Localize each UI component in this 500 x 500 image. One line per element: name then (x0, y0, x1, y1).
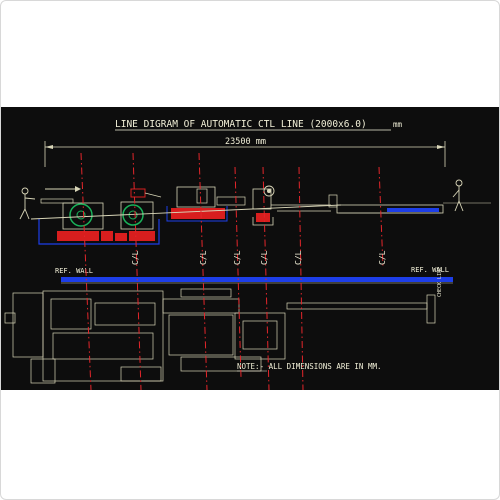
cl-label-6: C/L (378, 250, 387, 265)
plan-straightener (168, 314, 234, 356)
plan-end-stop (426, 294, 436, 324)
operator-right-figure (452, 179, 464, 212)
dimension-note: NOTE:- ALL DIMENSIONS ARE IN MM. (237, 362, 382, 371)
dimension-arrow-left (45, 145, 53, 149)
cad-screen-photo: LINE DIGRAM OF AUTOMATIC CTL LINE (2000x… (1, 107, 499, 390)
decoiler-hub-icon (76, 210, 86, 220)
elevation-view (30, 185, 491, 245)
title-unit: mm (393, 120, 403, 129)
stacked-sheets (387, 208, 439, 212)
centerline-2 (132, 152, 142, 390)
plan-conveyor (286, 302, 428, 310)
pass-line (30, 204, 342, 220)
ref-wall (61, 277, 453, 282)
straightener-base (171, 208, 225, 219)
plan-control-panel (120, 366, 162, 382)
decoiler-block-a (101, 231, 113, 241)
coil-car (40, 198, 74, 204)
stacker-post (328, 194, 338, 208)
leveler-base (129, 231, 155, 241)
drawing-title: LINE DIGRAM OF AUTOMATIC CTL LINE (2000x… (115, 119, 367, 130)
centerline-7 (378, 166, 384, 268)
cl-label-4: C/L (260, 250, 269, 265)
leveler-frame (176, 186, 216, 208)
foundation-pit-2 (252, 217, 274, 226)
centerline-6 (298, 166, 304, 390)
centerline-3 (198, 152, 208, 390)
leveler-housing (196, 188, 208, 204)
dimension-arrow-right (437, 145, 445, 149)
peeler-frame (120, 201, 154, 230)
foundation-pit-3 (166, 206, 228, 222)
shear-motor-icon (263, 185, 275, 197)
centerlines (80, 152, 384, 390)
plan-coil-stand (4, 312, 16, 324)
plan-coil-car (30, 358, 56, 384)
plan-decoiler-area (42, 290, 164, 382)
centerline-1 (80, 152, 92, 390)
line-diagram: LINE DIGRAM OF AUTOMATIC CTL LINE (2000x… (4, 119, 491, 390)
centerline-5 (262, 166, 270, 390)
plan-leveler (94, 302, 156, 326)
plan-shear-housing (242, 320, 278, 350)
recoiler-hub-icon (128, 210, 138, 220)
material-flow-arrow (75, 186, 81, 192)
plan-coil-bay (12, 292, 44, 358)
foundation-pit-1 (38, 219, 160, 245)
plan-shear (234, 312, 286, 360)
plan-hydraulic-unit (52, 332, 154, 360)
plan-view (4, 288, 436, 384)
shear-motor-hub-icon (267, 189, 271, 193)
decoiler-block-b (115, 233, 127, 241)
cl-label-3: C/L (233, 250, 242, 265)
cl-label-2: C/L (199, 250, 208, 265)
pinch-roll-unit (130, 188, 146, 198)
cl-label-5: C/L (294, 250, 303, 265)
guide-arm (144, 192, 162, 198)
ref-wall-left-label: REF. WALL (55, 267, 93, 275)
plan-bridge (180, 288, 232, 298)
plan-loop-pit (162, 298, 240, 314)
shear-base (256, 213, 270, 222)
decoiler-base (57, 231, 99, 241)
check-line-note: CHECK LINE (437, 267, 443, 297)
cl-label-1: C/L (131, 250, 140, 265)
loop-bridge (216, 196, 246, 206)
overall-dimension: 23500 mm (225, 137, 266, 147)
ref-wall-right-label: REF. WALL (411, 266, 449, 274)
operator-left-figure (19, 187, 36, 220)
plan-decoiler (50, 298, 92, 330)
plan-feeder (180, 356, 262, 372)
decoiler-roll-icon (69, 203, 93, 227)
centerline-4 (234, 166, 242, 378)
